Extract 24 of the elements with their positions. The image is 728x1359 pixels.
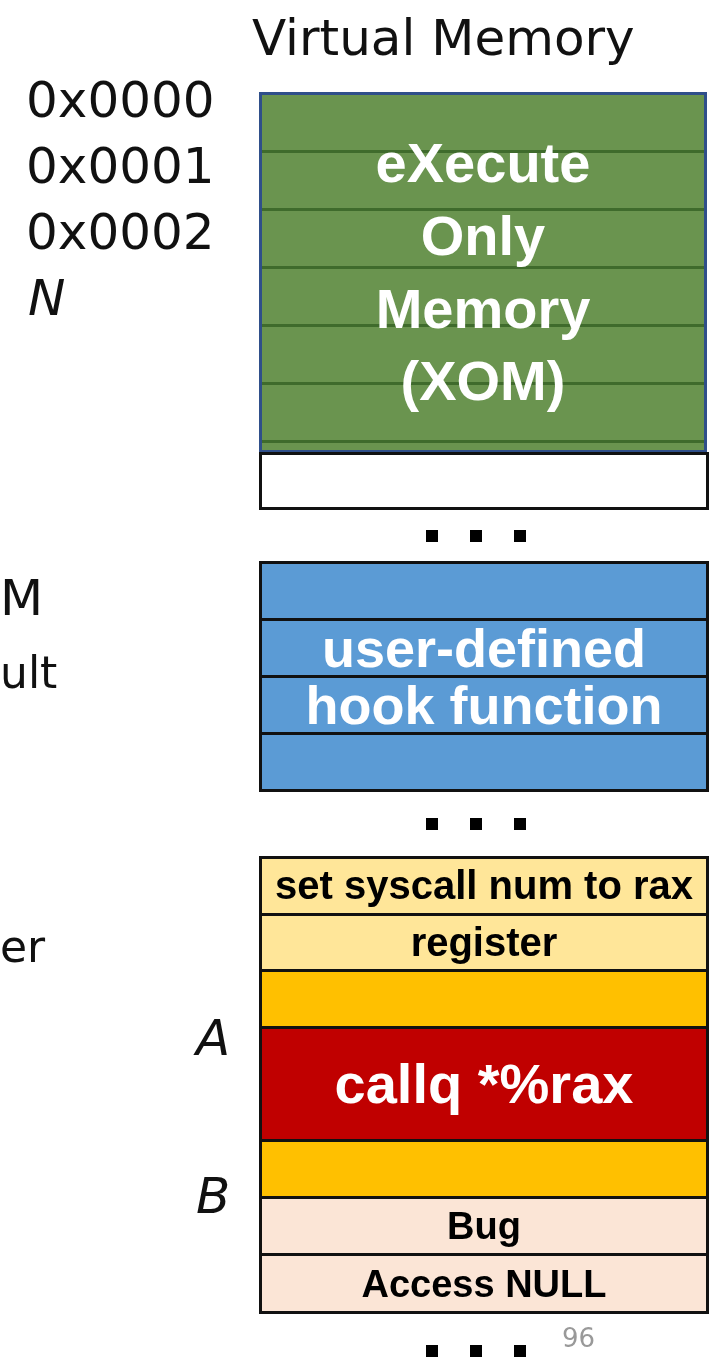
title: Virtual Memory: [252, 8, 635, 68]
address-label: 0x0001: [26, 136, 215, 196]
cut-off-text: M: [0, 568, 44, 628]
hook-function-region: [259, 561, 709, 792]
address-label: 0x0002: [26, 202, 215, 262]
cell-text: user-defined hook function: [304, 619, 664, 734]
cell-text: Bug: [447, 1207, 521, 1245]
memory-cell: [259, 1196, 709, 1256]
memory-cell: [259, 1253, 709, 1314]
address-label: 0x0000: [26, 70, 215, 130]
cell-text: set syscall num to rax register: [274, 862, 694, 966]
cut-off-text: er: [0, 920, 46, 974]
instruction-cell: [259, 856, 709, 972]
page-number: 96: [562, 1322, 596, 1354]
xom-region: [259, 92, 707, 453]
instruction-cell: [259, 1026, 709, 1142]
cell-text: Access NULL: [361, 1264, 607, 1303]
memory-cell: [259, 969, 709, 1029]
memory-cell: [259, 452, 709, 510]
cell-text: eXecute Only Memory (XOM): [374, 129, 592, 415]
address-label: N: [28, 268, 66, 328]
cut-off-text: ult: [0, 646, 58, 700]
memory-cell: [259, 1139, 709, 1199]
address-label: B: [196, 1166, 231, 1226]
